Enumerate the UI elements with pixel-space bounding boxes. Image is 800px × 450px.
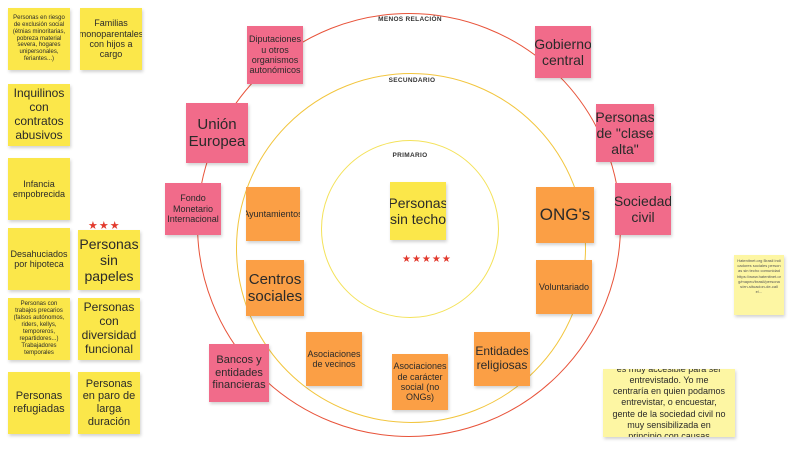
middle-ring-label: SECUNDARIO [388,77,436,84]
note-evicted[interactable]: Desahuciados por hipoteca [8,228,70,290]
note-ongs[interactable]: ONG's [536,187,594,243]
outer-ring-label: MENOS RELACIÓN [378,16,442,23]
note-caracter-social[interactable]: Asociaciones de carácter social (no ONGs… [392,354,448,410]
note-union-europea[interactable]: Unión Europea [186,103,248,163]
note-single-parent[interactable]: Familias monoparentales con hijos a carg… [80,8,142,70]
inner-ring [321,140,499,318]
note-centros[interactable]: Centros sociales [246,260,304,316]
note-ayuntamientos[interactable]: Ayuntamientos [246,187,300,241]
note-voluntariado[interactable]: Voluntariado [536,260,592,314]
note-vecinos[interactable]: Asociaciones de vecinos [306,332,362,386]
stars-undocumented: ★★★ [88,220,121,232]
note-sociedad-civil[interactable]: Sociedad civil [615,183,671,235]
note-undocumented[interactable]: Personas sin papeles [78,230,140,290]
note-unemployed[interactable]: Personas en paro de larga duración [78,372,140,434]
note-comment[interactable]: Creo que el círculo mayor no es muy acce… [603,369,735,437]
note-diputaciones[interactable]: Diputaciones u otros organismos autonómi… [247,26,303,84]
middle-ring [236,73,586,423]
note-center-homeless[interactable]: Personas sin techo [390,182,446,240]
note-exclusion[interactable]: Personas en riesgo de exclusión social (… [8,8,70,70]
note-clase-alta[interactable]: Personas de "clase alta" [596,104,654,162]
note-bancos[interactable]: Bancos y entidades financieras [209,344,269,402]
note-fmi[interactable]: Fondo Monetario Internacional [165,183,221,235]
stars-center-text: ★★★★★ [402,254,452,265]
stars-center: ★★★★★ [402,255,451,265]
note-child-poverty[interactable]: Infancia empobrecida [8,158,70,220]
note-functional-diversity[interactable]: Personas con diversidad funcional [78,298,140,360]
note-religiosas[interactable]: Entidades religiosas [474,332,530,386]
inner-ring-label: PRIMARIO [392,152,428,159]
note-small-reference[interactable]: Hatenitnet.org Brasil indicadores social… [734,255,784,315]
note-gobierno[interactable]: Gobierno central [535,26,591,78]
note-refugees[interactable]: Personas refugiadas [8,372,70,434]
note-precarious[interactable]: Personas con trabajos precarios (falsos … [8,298,70,360]
note-tenants[interactable]: Inquilinos con contratos abusivos [8,84,70,146]
